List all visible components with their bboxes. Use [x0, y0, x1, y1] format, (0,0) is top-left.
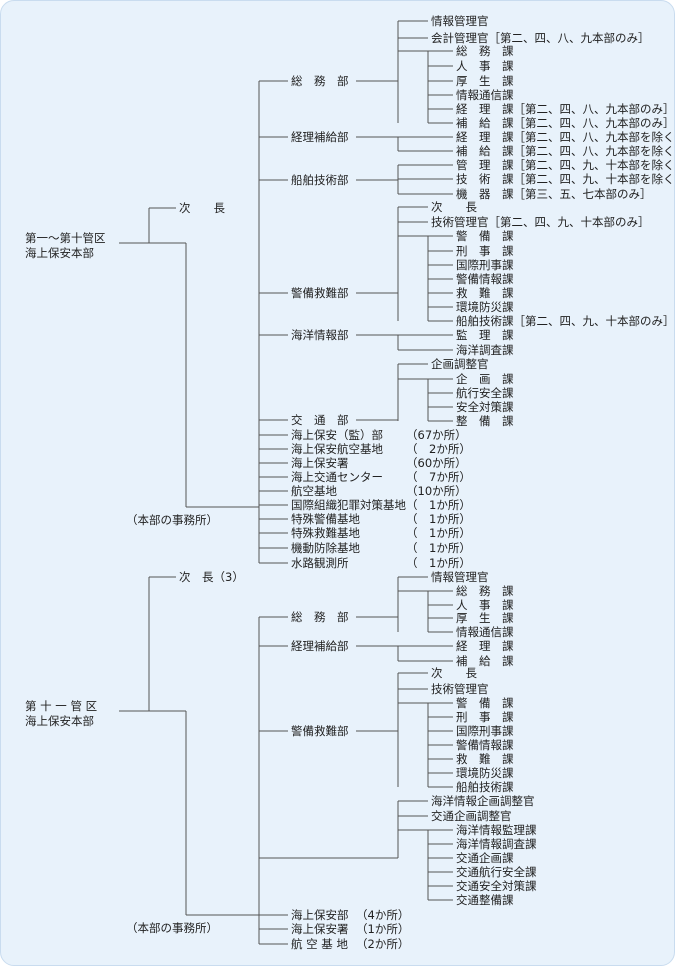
division-label: 救 難 課 — [456, 286, 514, 300]
division-label: 国際刑事課 — [456, 724, 514, 738]
division-label: 警備情報課 — [456, 272, 514, 286]
office-count: （10か所） — [406, 484, 467, 498]
unit-label: 技術管理官 — [431, 682, 489, 696]
office-label: 特殊警備基地 — [291, 512, 360, 526]
office-label: 海上保安（監）部 — [291, 428, 383, 442]
division-label: 安全対策課 — [456, 400, 514, 414]
division-label: 人 事 課 — [456, 598, 514, 612]
division-label: 交通航行安全課 — [456, 865, 537, 879]
division-label: 厚 生 課 — [456, 611, 514, 625]
office-label: 水路観測所 — [291, 556, 349, 570]
vice-director: 次 長 — [179, 201, 225, 215]
department-label: 交 通 部 — [291, 413, 349, 427]
division-label: 監 理 課 — [456, 328, 514, 342]
division-label: 情報通信課 — [456, 625, 514, 639]
division-label: 交通整備課 — [456, 893, 514, 907]
division-label: 救 難 課 — [456, 752, 514, 766]
division-label: 厚 生 課 — [456, 74, 514, 88]
vice-director: 次 長（3） — [179, 570, 244, 584]
division-label: 警 備 課 — [456, 696, 514, 710]
division-label: 海洋調査課 — [456, 343, 514, 357]
root-title: 第 十 一 管 区 — [25, 699, 98, 713]
office-label: 海上保安署 — [291, 456, 349, 470]
office-count: （ 1か所） — [406, 526, 471, 540]
branch-note: （本部の事務所） — [126, 513, 218, 527]
office-label: 海上保安航空基地 — [291, 442, 383, 456]
department-label: 経理補給部 — [291, 130, 349, 144]
department-label: 経理補給部 — [291, 639, 349, 653]
department-label: 船舶技術部 — [291, 173, 349, 187]
office-label: 海上交通センター — [291, 470, 383, 484]
division-label: 補 給 課［第二、四、八、九本部を除く］ — [456, 144, 675, 158]
unit-label: 次 長 — [431, 666, 477, 680]
unit-label: 会計管理官［第二、四、八、九本部のみ］ — [431, 31, 650, 45]
division-label: 船舶技術課 — [456, 780, 514, 794]
division-label: 経 理 課 — [456, 639, 514, 653]
unit-label: 技術管理官［第二、四、九、十本部のみ］ — [431, 215, 650, 229]
unit-label: 次 長 — [431, 200, 477, 214]
office-count: （2か所） — [356, 937, 410, 951]
division-label: 技 術 課［第二、四、九、十本部を除く］ — [456, 172, 675, 186]
branch-note: （本部の事務所） — [126, 921, 218, 935]
office-count: （ 7か所） — [406, 470, 471, 484]
division-label: 環境防災課 — [456, 300, 514, 314]
division-label: 整 備 課 — [456, 414, 514, 428]
office-count: （ 1か所） — [406, 556, 471, 570]
unit-label: 企画調整官 — [431, 357, 489, 371]
division-label: 総 務 課 — [456, 44, 514, 58]
division-label: 補 給 課［第二、四、八、九本部のみ］ — [456, 116, 675, 130]
division-label: 機 器 課［第三、五、七本部のみ］ — [456, 187, 652, 201]
office-label: 国際組織犯罪対策基地 — [291, 498, 406, 512]
office-count: （4か所） — [356, 908, 410, 922]
division-label: 海洋情報監理課 — [456, 823, 537, 837]
root-title: 海上保安本部 — [25, 714, 94, 728]
department-label: 総 務 部 — [291, 610, 349, 624]
office-label: 海上保安署 — [291, 922, 349, 936]
division-label: 警備情報課 — [456, 738, 514, 752]
office-label: 機動防除基地 — [291, 541, 360, 555]
office-label: 特殊救難基地 — [291, 526, 360, 540]
office-count: （60か所） — [406, 456, 467, 470]
division-label: 経 理 課［第二、四、八、九本部のみ］ — [456, 102, 675, 116]
division-label: 環境防災課 — [456, 766, 514, 780]
root-title: 第一～第十管区 — [25, 231, 106, 245]
office-label: 海上保安部 — [291, 908, 349, 922]
division-label: 管 理 課［第二、四、九、十本部を除く］ — [456, 158, 675, 172]
division-label: 船舶技術課［第二、四、九、十本部のみ］ — [456, 314, 675, 328]
division-label: 刑 事 課 — [456, 710, 514, 724]
division-label: 補 給 課 — [456, 654, 514, 668]
division-label: 刑 事 課 — [456, 244, 514, 258]
office-count: （67か所） — [406, 428, 467, 442]
office-label: 航空基地 — [291, 484, 337, 498]
division-label: 人 事 課 — [456, 59, 514, 73]
division-label: 国際刑事課 — [456, 258, 514, 272]
unit-label: 交通企画調整官 — [431, 809, 512, 823]
division-label: 情報通信課 — [456, 88, 514, 102]
division-label: 交通安全対策課 — [456, 879, 537, 893]
office-count: （ 1か所） — [406, 498, 471, 512]
office-count: （ 1か所） — [406, 512, 471, 526]
office-count: （ 1か所） — [406, 541, 471, 555]
division-label: 総 務 課 — [456, 584, 514, 598]
division-label: 経 理 課［第二、四、八、九本部を除く］ — [456, 130, 675, 144]
root-title: 海上保安本部 — [25, 246, 94, 260]
office-count: （ 2か所） — [406, 442, 471, 456]
department-label: 警備救難部 — [291, 286, 349, 300]
division-label: 海洋情報調査課 — [456, 837, 537, 851]
department-label: 警備救難部 — [291, 724, 349, 738]
office-label: 航 空 基 地 — [291, 937, 348, 951]
department-label: 海洋情報部 — [291, 328, 349, 342]
division-label: 交通企画課 — [456, 851, 514, 865]
division-label: 企 画 課 — [456, 372, 514, 386]
division-label: 警 備 課 — [456, 229, 514, 243]
unit-label: 情報管理官 — [431, 14, 489, 28]
office-count: （1か所） — [356, 922, 410, 936]
division-label: 航行安全課 — [456, 386, 514, 400]
unit-label: 情報管理官 — [431, 570, 489, 584]
unit-label: 海洋情報企画調整官 — [431, 794, 535, 808]
department-label: 総 務 部 — [291, 74, 349, 88]
